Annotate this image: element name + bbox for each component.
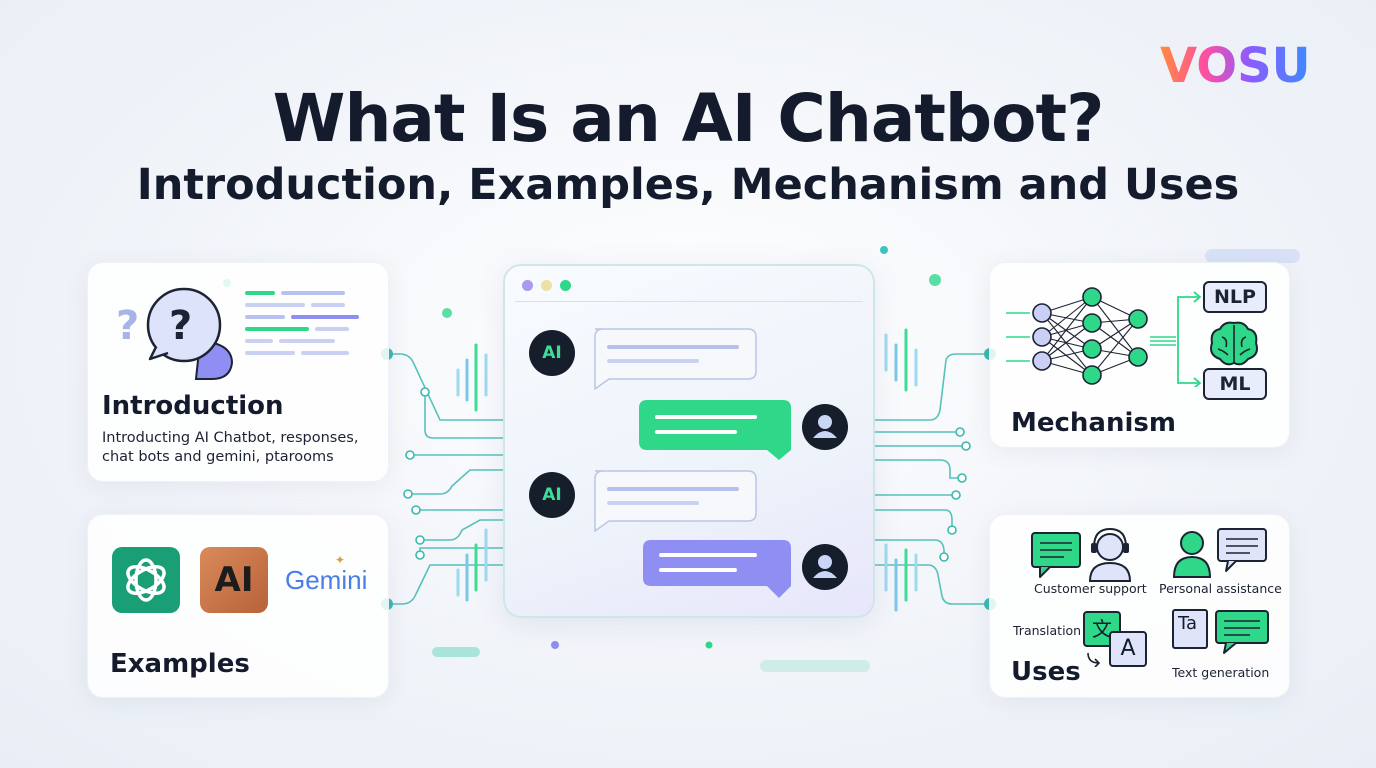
anthropic-logo: AI [200, 547, 268, 613]
customer-support-icon [1031, 527, 1132, 582]
uses-title: Uses [1011, 657, 1081, 687]
svg-text:?: ? [169, 303, 192, 349]
examples-card: AI Gemini ✦ Examples [87, 514, 389, 698]
page-title: What Is an AI Chatbot? [272, 80, 1105, 157]
ai-avatar: AI [529, 330, 575, 376]
anthropic-label: AI [214, 560, 254, 600]
ai-avatar: AI [529, 472, 575, 518]
output-arrows [1177, 291, 1202, 387]
gemini-label: Gemini [285, 565, 368, 595]
svg-text:?: ? [116, 303, 139, 349]
introduction-card: ? ? Introduction Introducting AI Chatbot… [87, 262, 389, 482]
openai-icon [126, 558, 166, 602]
user-icon [813, 555, 837, 578]
swap-arrows-icon [1087, 652, 1101, 667]
user-icon [813, 415, 837, 438]
gemini-logo: Gemini ✦ [285, 553, 368, 596]
translation-label: Translation [1013, 623, 1082, 638]
introduction-title: Introduction [102, 391, 284, 421]
ai-message-bubble [594, 328, 757, 390]
sparkle-icon: ✦ [335, 553, 346, 567]
translation-target-glyph: A [1109, 631, 1147, 667]
text-lines-icon [245, 291, 359, 355]
introduction-description-line1: Introducting AI Chatbot, responses, [102, 430, 359, 446]
text-gen-glyph: Ta [1172, 609, 1208, 649]
neural-network-icon [1006, 287, 1176, 385]
text-generation-label: Text generation [1172, 665, 1270, 680]
mechanism-card: NLP ML Mechanism [989, 262, 1290, 448]
page-subtitle: Introduction, Examples, Mechanism and Us… [136, 160, 1240, 210]
brain-icon [1210, 321, 1258, 366]
user-message-bubble [639, 400, 791, 460]
mechanism-title: Mechanism [1011, 408, 1176, 438]
translation-icon: 文 A [1083, 611, 1147, 671]
examples-title: Examples [110, 649, 250, 679]
chatgpt-logo [112, 547, 180, 613]
introduction-description-line2: chat bots and gemini, ptarooms [102, 449, 334, 465]
user-message-bubble [643, 540, 791, 598]
chat-lines-icon [1215, 610, 1269, 654]
user-avatar [802, 544, 848, 590]
customer-support-label: Customer support [1034, 581, 1147, 596]
personal-assistance-label: Personal assistance [1159, 581, 1282, 596]
uses-card: Customer support Personal assistance Tra… [989, 514, 1290, 698]
user-avatar [802, 404, 848, 450]
brand-logo-text: VOSU [1160, 38, 1311, 94]
window-dot-purple [522, 280, 533, 291]
brand-logo: VOSU [1160, 38, 1311, 94]
window-dot-green [560, 280, 571, 291]
translation-source-glyph: 文 [1083, 611, 1121, 647]
window-divider [515, 301, 863, 302]
ai-message-bubble [594, 470, 757, 532]
chat-window: AI AI [503, 264, 875, 618]
personal-assistance-icon [1172, 528, 1267, 578]
question-chat-icon: ? ? [116, 287, 234, 380]
window-dot-yellow [541, 280, 552, 291]
text-generation-icon: Ta [1172, 609, 1272, 659]
ml-tag: ML [1203, 368, 1267, 400]
nlp-tag: NLP [1203, 281, 1267, 313]
